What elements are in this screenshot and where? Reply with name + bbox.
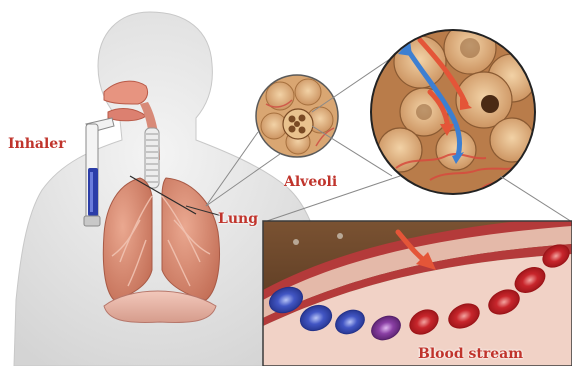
alveoli-magnifier-large: [370, 22, 540, 200]
label-alveoli: Alveoli: [284, 174, 337, 190]
label-inhaler: Inhaler: [8, 136, 66, 152]
alveoli-magnifier-small: [256, 75, 338, 157]
label-lung: Lung: [218, 211, 258, 227]
blood-vessel-panel: [263, 216, 572, 366]
label-blood-stream: Blood stream: [418, 346, 523, 362]
